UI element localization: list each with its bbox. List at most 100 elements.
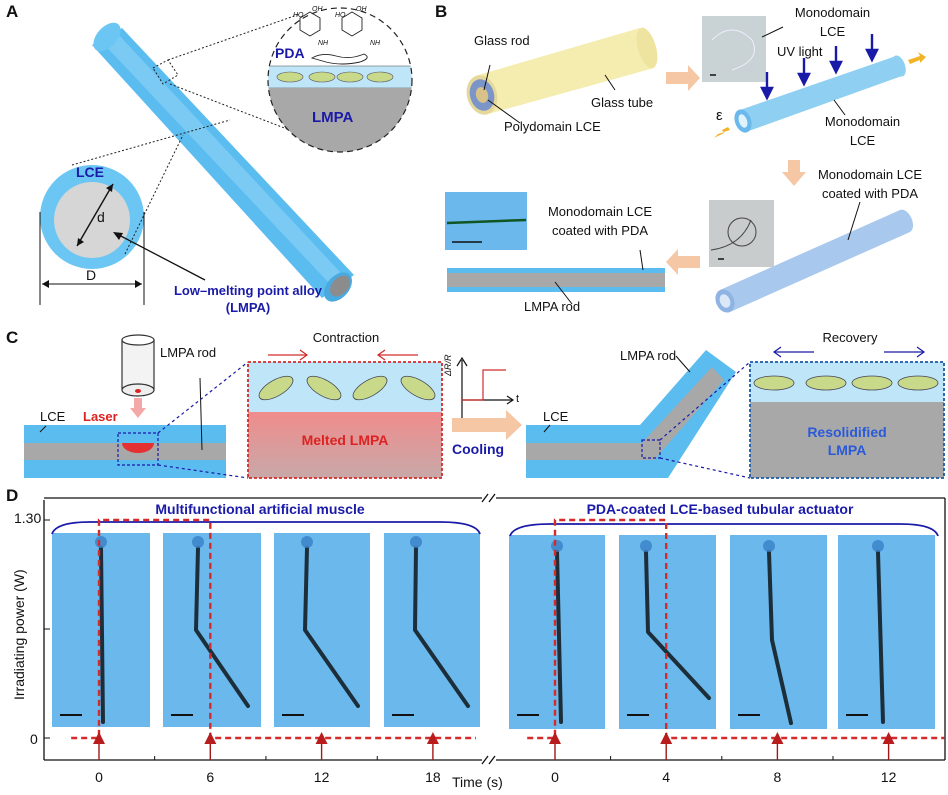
lmpa-rod-label-c-right: LMPA rod — [620, 348, 677, 363]
laser-beam-arrow — [130, 398, 146, 418]
resolidified-line1: Resolidified — [807, 424, 887, 440]
lmpa-inset-label: LMPA — [312, 109, 354, 126]
power-trace — [71, 518, 945, 760]
epsilon-label: ε — [716, 107, 723, 124]
lmpa-rod-label-c-left: LMPA rod — [160, 345, 217, 360]
panel-a-letter: A — [6, 2, 19, 21]
recovery-label: Recovery — [822, 330, 878, 345]
actuator-fiber — [303, 546, 360, 708]
photo-frame — [838, 535, 935, 729]
clamp-icon — [95, 536, 107, 548]
monodomain-top-line2: LCE — [819, 24, 846, 39]
axis-break-mark — [488, 493, 496, 503]
x-tick-label: 18 — [425, 769, 441, 785]
recovery-arrows — [772, 346, 926, 358]
photo-frame — [384, 533, 480, 727]
actuator-fiber — [644, 550, 711, 700]
actuator-fiber — [413, 546, 470, 708]
d-x-axis-label: Time (s) — [452, 774, 503, 790]
contraction-label: Contraction — [312, 330, 380, 345]
actuator-fiber — [99, 546, 105, 724]
fiber-shapes — [60, 536, 885, 725]
cross-section — [39, 119, 231, 305]
alloy-pointer-arrow — [116, 233, 206, 281]
lmpa-rod-label-b: LMPA rod — [524, 299, 581, 314]
d-label: d — [97, 209, 105, 225]
pda-label: PDA — [275, 45, 305, 61]
process-arrow-left — [666, 249, 700, 275]
lce-label: LCE — [76, 164, 104, 180]
glass-tube-label: Glass tube — [591, 95, 654, 110]
x-tick-label: 12 — [881, 769, 897, 785]
panel-d-axis — [43, 493, 946, 765]
time-marker-arrowhead — [660, 732, 673, 744]
actuator-fiber — [194, 546, 250, 708]
clamp-icon — [872, 540, 884, 552]
chem-nh-1: NH — [318, 40, 329, 47]
laser-head — [121, 334, 155, 418]
clamp-icon — [640, 540, 652, 552]
time-marker-arrowhead — [315, 732, 328, 744]
axis-break-mark — [481, 755, 489, 765]
clamp-icon — [763, 540, 775, 552]
laser-label: Laser — [83, 409, 118, 424]
strain-arrow-right — [908, 52, 926, 64]
polydomain-label: Polydomain LCE — [504, 119, 601, 134]
time-marker-arrowhead — [882, 732, 895, 744]
photo-frame — [730, 535, 827, 729]
glass-rod-leader — [483, 64, 491, 91]
power-trace-segment-2 — [527, 518, 945, 740]
monodomain-mid-line2: LCE — [849, 133, 876, 148]
clamp-icon — [192, 536, 204, 548]
resolidified-lmpa-inset — [749, 361, 945, 479]
cooling-arrow — [452, 410, 522, 440]
d-arrow — [76, 183, 114, 247]
chem-ho-1: HO — [293, 12, 304, 19]
chem-oh-2: OH — [356, 6, 367, 13]
lce-rod-left — [24, 425, 226, 478]
coated-right-line2: coated with PDA — [821, 186, 919, 201]
process-arrow-down — [782, 160, 806, 186]
time-marker-arrowhead — [204, 732, 217, 744]
lmpa-rod-coated — [447, 268, 665, 292]
lce-label-c-left: LCE — [40, 409, 66, 424]
monodomain-mid-line1: Monodomain — [824, 114, 901, 129]
D-label: D — [86, 267, 97, 283]
photo-frame — [619, 535, 716, 729]
time-marker-arrowhead — [549, 732, 561, 744]
time-marker-arrowhead — [93, 732, 105, 744]
resolidified-line2: LMPA — [827, 442, 867, 458]
ytick-1-30: 1.30 — [14, 510, 42, 526]
chem-ho-2: HO — [335, 12, 346, 19]
melted-lmpa-inset — [247, 361, 443, 479]
time-marker-arrowhead — [771, 732, 784, 744]
monodomain-tube — [734, 55, 906, 133]
process-arrow-right — [666, 65, 700, 91]
lce-label-c-right: LCE — [543, 409, 569, 424]
monodomain-top-line1: Monodomain — [794, 5, 871, 20]
coated-tube — [715, 209, 914, 313]
melted-lmpa-label: Melted LMPA — [301, 432, 389, 448]
actuator-fiber — [876, 550, 885, 724]
power-trace-segment-1 — [71, 518, 476, 740]
coated-left-line2: coated with PDA — [551, 223, 649, 238]
uv-light-label: UV light — [777, 44, 823, 59]
group2-brace — [509, 523, 939, 537]
contraction-arrows — [268, 349, 418, 361]
dr-r-step-plot — [456, 356, 515, 424]
group2-title: PDA-coated LCE-based tubular actuator — [586, 501, 854, 517]
clamp-icon — [410, 536, 422, 548]
panel-b-letter: B — [435, 2, 448, 21]
x-tick-label: 12 — [314, 769, 330, 785]
x-tick-label: 4 — [662, 769, 670, 785]
photo-coated-fiber — [709, 200, 774, 267]
glass-rod-label: Glass rod — [474, 33, 530, 48]
chem-oh-1: OH — [312, 6, 323, 13]
x-tick-label: 0 — [95, 769, 103, 785]
photo-frame — [163, 533, 261, 727]
group1-title: Multifunctional artificial muscle — [155, 501, 365, 517]
t-axis-label: t — [516, 393, 520, 405]
